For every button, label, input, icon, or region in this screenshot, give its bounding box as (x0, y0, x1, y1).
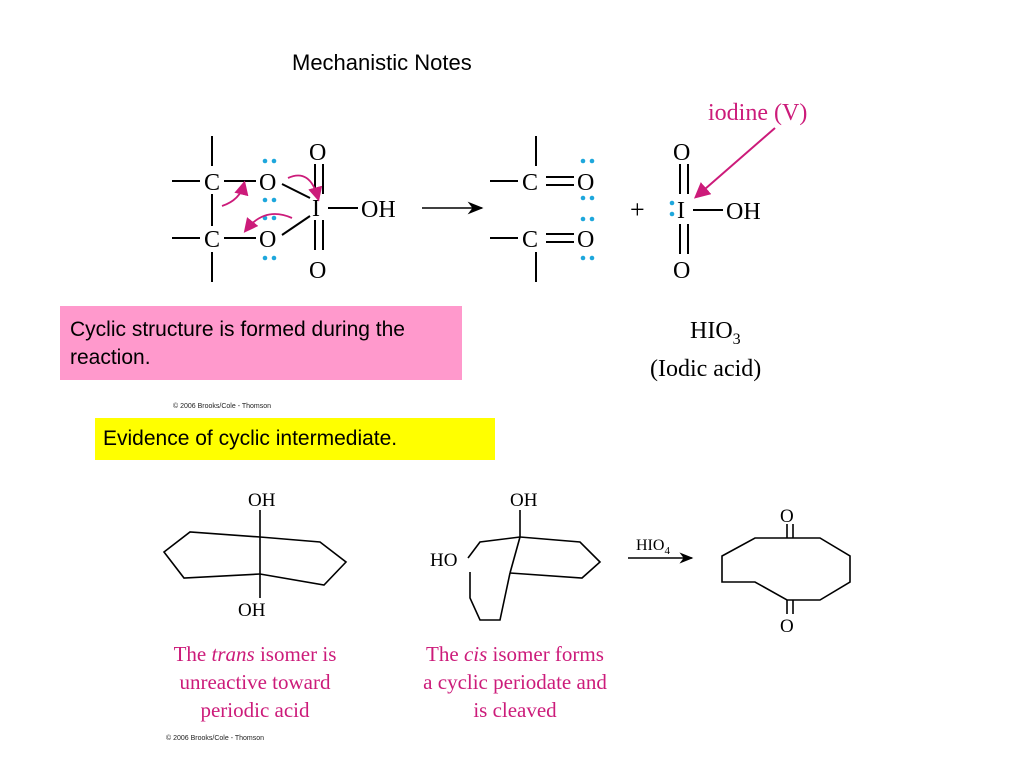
product-c-bottom: C (522, 227, 538, 253)
product-o-bottom: O (577, 227, 594, 253)
atom-c-bottom: C (204, 227, 220, 253)
copyright-top: © 2006 Brooks/Cole - Thomson (173, 403, 272, 410)
trans-decalin (162, 510, 348, 598)
oh-left: OH (361, 197, 396, 223)
trans-oh-bottom: OH (238, 600, 266, 621)
atom-o-top: O (259, 170, 276, 196)
reaction1-scheme: iodine (V) C O C O I O O OH C O (172, 100, 807, 284)
ketone-o-top: O (780, 506, 794, 527)
atom-o-bottom: O (259, 227, 276, 253)
hio4-label: HIO4 (636, 537, 670, 557)
cis-oh-top: OH (510, 490, 538, 511)
ketone-o-bottom: O (780, 616, 794, 637)
atom-o-periodate-top: O (309, 140, 326, 166)
cyclodecanedione (721, 524, 851, 614)
iodic-acid-formula: HIO3 (690, 318, 741, 348)
atom-o-periodate-bottom: O (309, 258, 326, 284)
reaction2-scheme: OH OH OH HO HIO4 O O (162, 490, 851, 637)
cyclic-structure-callout: Cyclic structure is formed during the re… (60, 306, 462, 380)
cis-decalin (467, 510, 602, 621)
plus-sign: + (630, 195, 645, 224)
iodic-o-bottom: O (673, 258, 690, 284)
iodic-o-top: O (673, 140, 690, 166)
iodic-acid-name: (Iodic acid) (650, 356, 762, 382)
trans-oh-top: OH (248, 490, 276, 511)
product-o-top: O (577, 170, 594, 196)
iodic-oh: OH (726, 199, 761, 225)
slide-title: Mechanistic Notes (292, 50, 472, 75)
lone-pair-dots (262, 158, 675, 261)
iodic-i: I (677, 198, 685, 224)
evidence-callout: Evidence of cyclic intermediate. (95, 418, 495, 460)
cis-ho: HO (430, 550, 457, 571)
product-c-top: C (522, 170, 538, 196)
iodine-label: iodine (V) (708, 100, 807, 126)
atom-c-top: C (204, 170, 220, 196)
copyright-bottom: © 2006 Brooks/Cole - Thomson (166, 735, 265, 742)
iodine-pointer-arrow (693, 127, 776, 199)
atom-i-left: I (312, 196, 320, 222)
cis-caption: The cis isomer forms a cyclic periodate … (423, 642, 607, 722)
trans-caption: The trans isomer is unreactive toward pe… (173, 642, 337, 722)
